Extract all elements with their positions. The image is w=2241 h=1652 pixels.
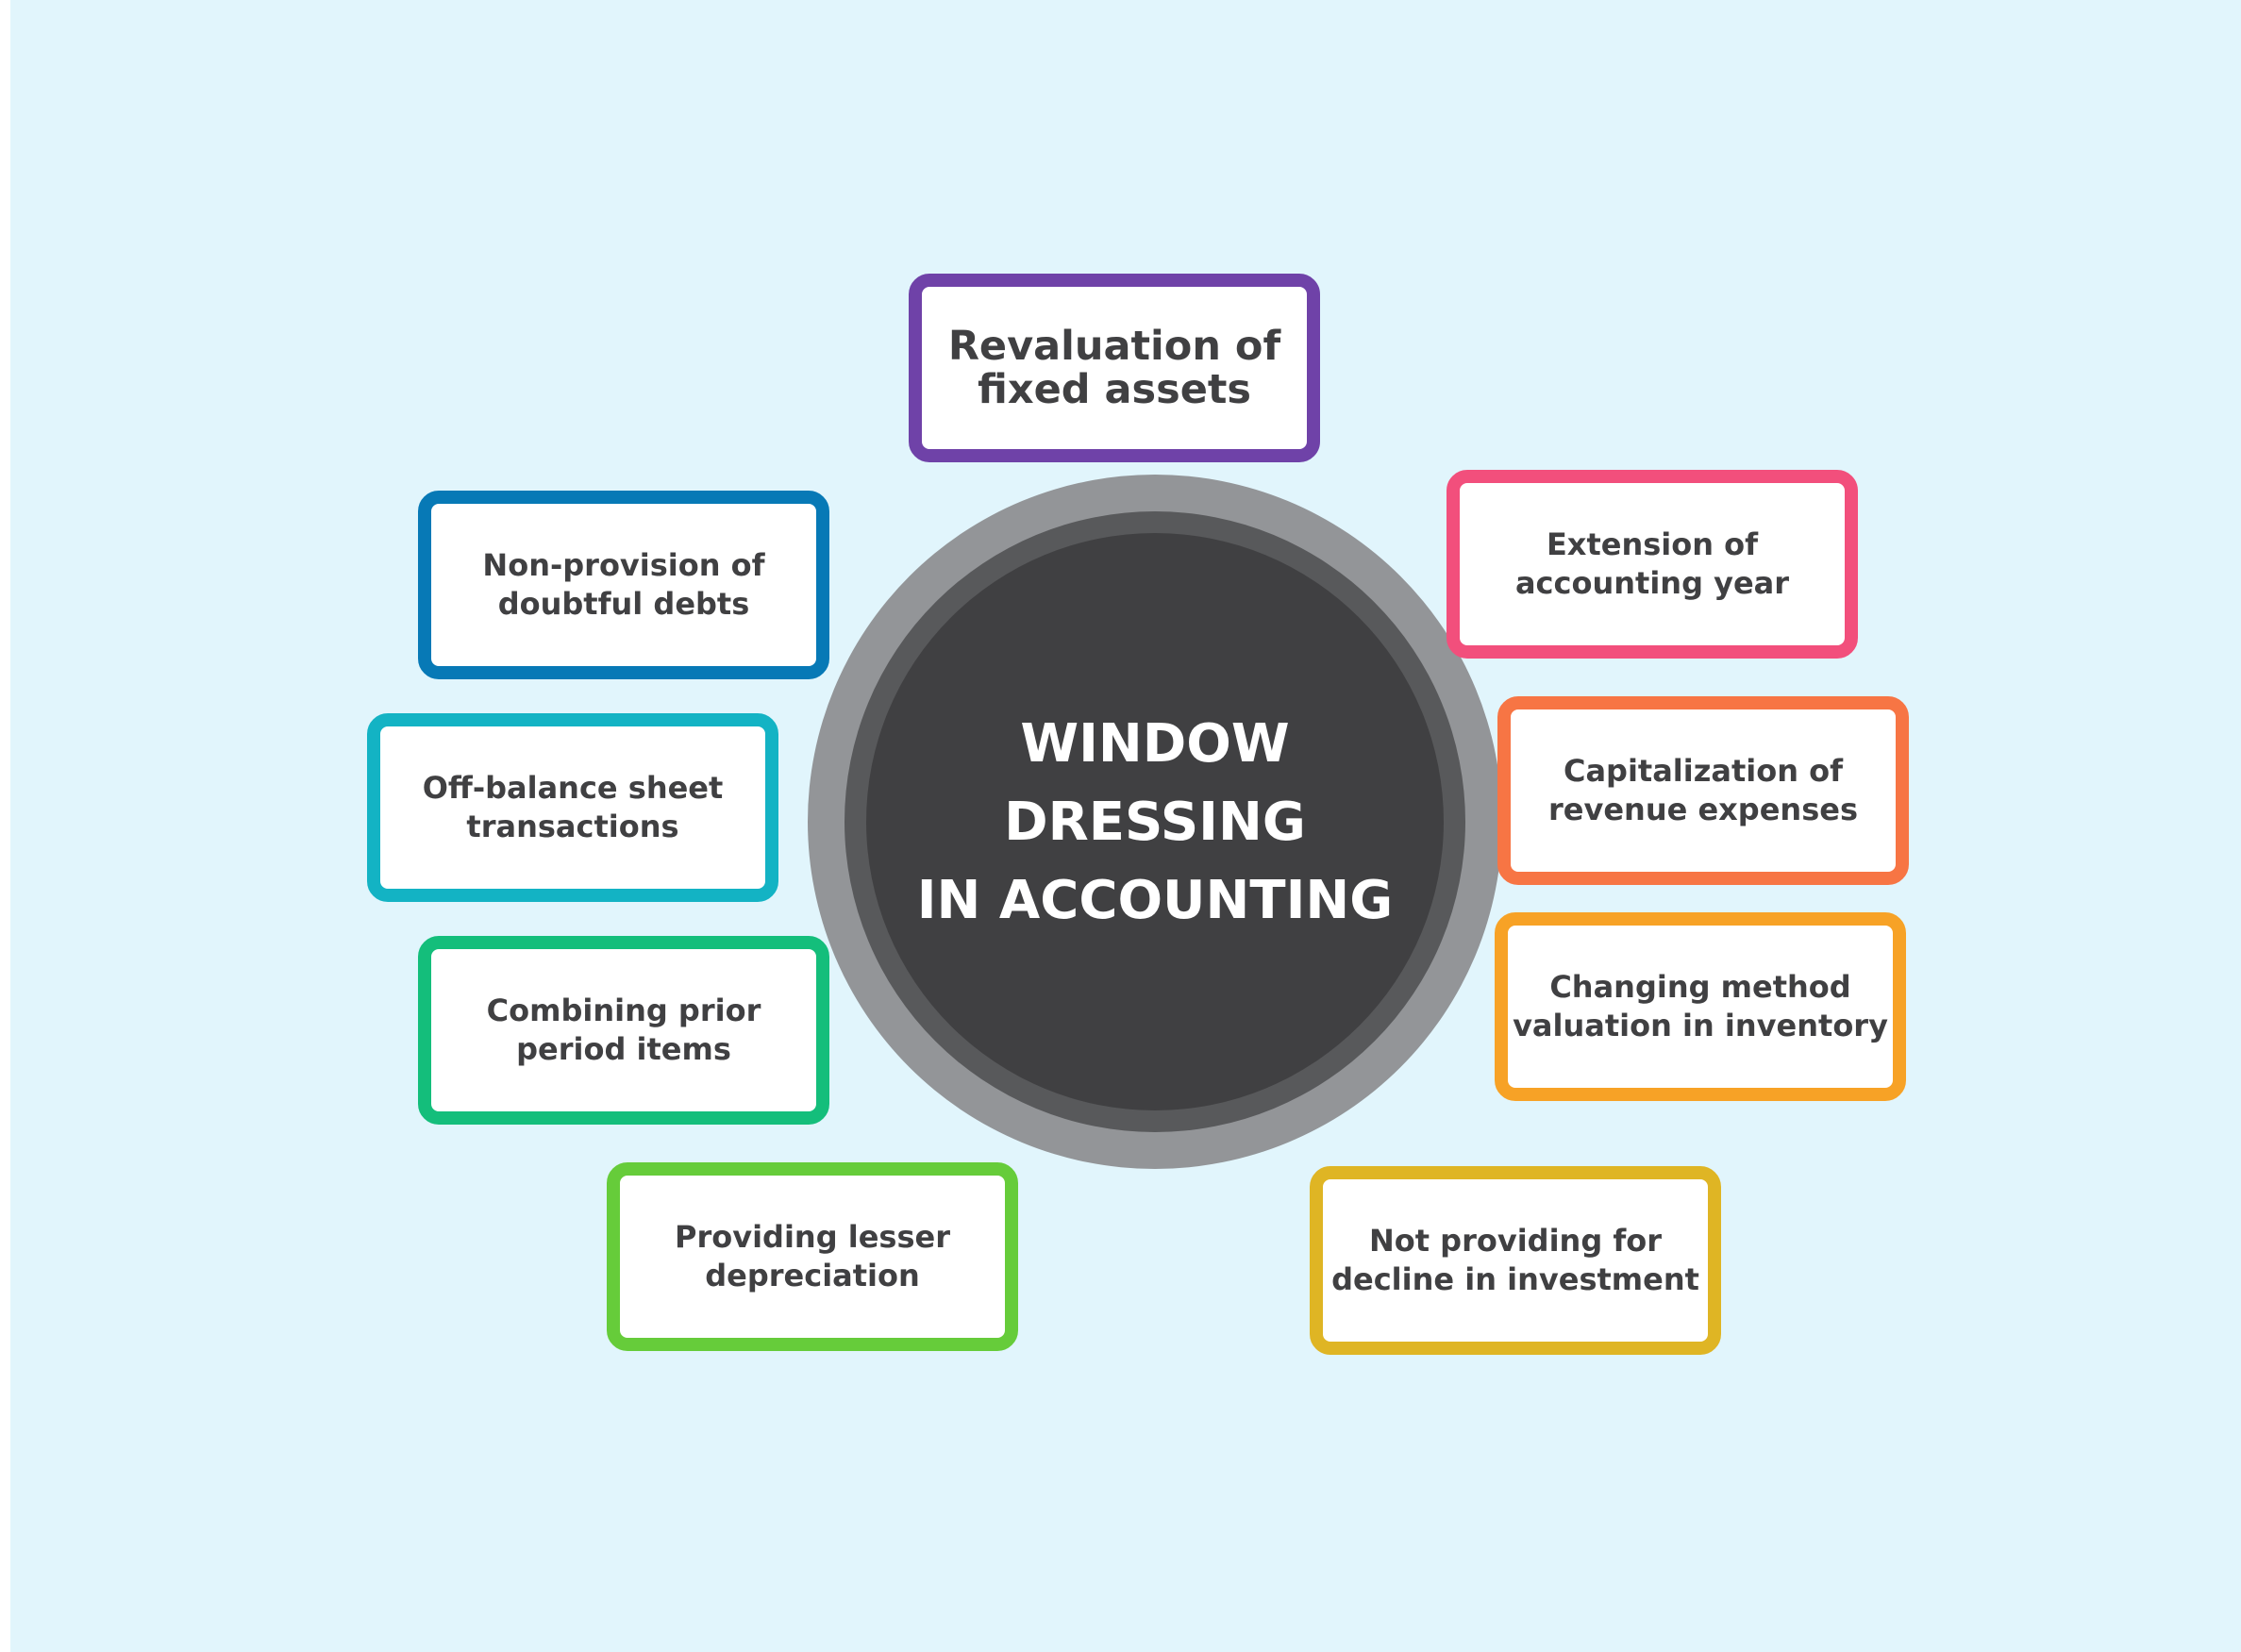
node-label-line-1: Off-balance sheet (422, 770, 724, 806)
node-label-line-1: Capitalization of (1563, 753, 1844, 789)
node-combining-prior-period-items: Combining prior period items (418, 936, 829, 1125)
node-capitalization-of-revenue-expenses: Capitalization of revenue expenses (1497, 696, 1909, 885)
node-label: Revaluation of fixed assets (948, 325, 1280, 411)
node-label-line-2: revenue expenses (1548, 792, 1858, 827)
node-off-balance-sheet-transactions: Off-balance sheet transactions (367, 713, 778, 902)
center-title-line-1: WINDOW (1020, 712, 1290, 775)
node-label-line-2: accounting year (1514, 565, 1790, 601)
node-label-line-2: transactions (466, 809, 679, 844)
node-label-line-1: Providing lesser (675, 1219, 950, 1255)
node-label: Extension of accounting year (1515, 526, 1789, 603)
node-label-line-2: period items (516, 1031, 731, 1067)
center-title-line-2: DRESSING (1004, 791, 1306, 853)
center-title: WINDOW DRESSING IN ACCOUNTING (917, 705, 1394, 940)
node-label: Combining prior period items (487, 992, 761, 1069)
node-label: Changing method valuation in inventory (1513, 968, 1888, 1045)
node-label: Not providing for decline in investment (1331, 1222, 1699, 1299)
node-label-line-2: fixed assets (977, 366, 1252, 413)
center-title-line-3: IN ACCOUNTING (916, 869, 1394, 931)
node-label-line-2: decline in investment (1331, 1261, 1699, 1297)
node-revaluation-of-fixed-assets: Revaluation of fixed assets (909, 274, 1320, 462)
node-label-line-2: valuation in inventory (1513, 1008, 1888, 1043)
center-hub: WINDOW DRESSING IN ACCOUNTING (866, 533, 1444, 1110)
node-label-line-2: depreciation (705, 1258, 920, 1293)
node-label: Non-provision of doubtful debts (482, 546, 764, 624)
node-label-line-1: Combining prior (486, 993, 761, 1028)
node-label: Off-balance sheet transactions (423, 769, 724, 846)
node-label: Capitalization of revenue expenses (1548, 752, 1858, 829)
diagram-canvas: WINDOW DRESSING IN ACCOUNTING Revaluatio… (10, 0, 2241, 1652)
node-changing-method-valuation-in-inventory: Changing method valuation in inventory (1495, 912, 1906, 1101)
node-label-line-1: Extension of (1546, 526, 1759, 562)
node-extension-of-accounting-year: Extension of accounting year (1447, 470, 1858, 659)
node-providing-lesser-depreciation: Providing lesser depreciation (607, 1162, 1018, 1351)
node-label-line-1: Revaluation of (947, 323, 1281, 370)
node-label-line-1: Changing method (1549, 969, 1851, 1005)
node-not-providing-for-decline-in-investment: Not providing for decline in investment (1310, 1166, 1721, 1355)
node-label-line-1: Non-provision of (482, 547, 765, 583)
node-label-line-1: Not providing for (1368, 1223, 1663, 1259)
node-label-line-2: doubtful debts (497, 586, 750, 622)
node-non-provision-of-doubtful-debts: Non-provision of doubtful debts (418, 491, 829, 679)
node-label: Providing lesser depreciation (675, 1218, 950, 1295)
